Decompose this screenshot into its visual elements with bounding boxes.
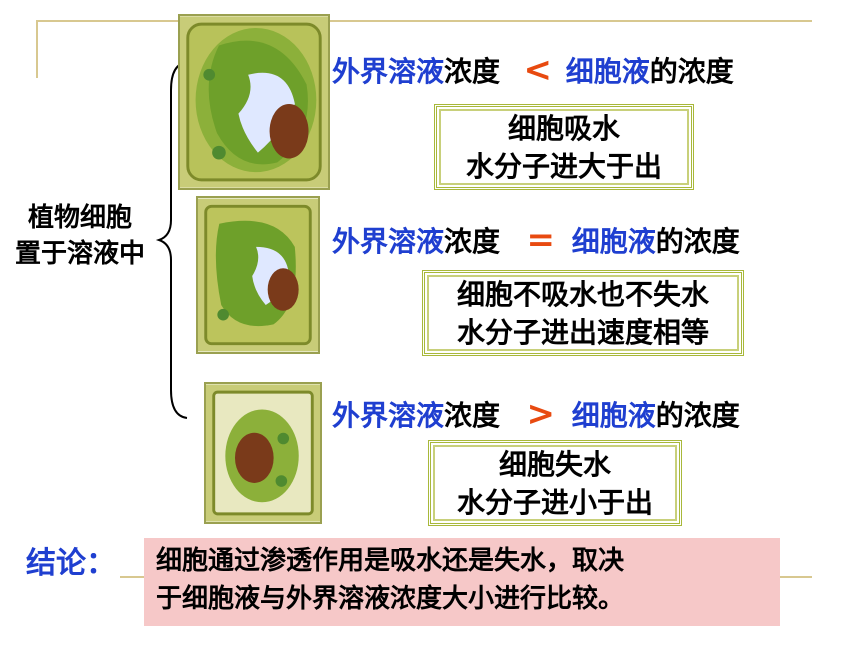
row2-box-line1: 细胞不吸水也不失水 [456, 278, 709, 311]
conclusion-title: 结论： [26, 546, 116, 581]
row1-conc: 浓度 [444, 55, 501, 88]
row3-heading: 外界溶液浓度 > 细胞液的浓度 [332, 394, 740, 434]
row1-result-box: 细胞吸水 水分子进大于出 [434, 104, 694, 190]
side-label: 植物细胞 置于溶液中 [0, 200, 160, 272]
row3-cell-sap: 细胞液 [571, 399, 656, 432]
left-rule [36, 20, 38, 78]
brace-icon [155, 61, 188, 419]
row2-outer-solution: 外界溶液 [332, 225, 445, 258]
row1-cell-sap: 细胞液 [565, 55, 650, 88]
row3-box-line2: 水分子进小于出 [456, 486, 653, 519]
cell-image-plasmolysed [204, 382, 322, 524]
row1-heading: 外界溶液浓度 < 细胞液的浓度 [332, 50, 734, 90]
row2-cell-sap: 细胞液 [571, 225, 656, 258]
row2-result-box: 细胞不吸水也不失水 水分子进出速度相等 [422, 270, 744, 356]
row2-conc: 浓度 [444, 225, 501, 258]
row1-box-line2: 水分子进大于出 [465, 150, 662, 183]
row2-operator: = [526, 220, 556, 260]
conclusion-line1: 细胞通过渗透作用是吸水还是失水，取决 [156, 546, 625, 576]
conclusion-box: 细胞通过渗透作用是吸水还是失水，取决 于细胞液与外界溶液浓度大小进行比较。 [144, 538, 780, 626]
conclusion-line2: 于细胞液与外界溶液浓度大小进行比较。 [156, 584, 625, 614]
row1-operator: < [523, 50, 553, 90]
row3-box-line1: 细胞失水 [498, 448, 611, 481]
cell-image-normal [196, 196, 320, 354]
side-label-line2: 置于溶液中 [14, 239, 145, 269]
side-label-line1: 植物细胞 [27, 203, 132, 233]
row3-result-box: 细胞失水 水分子进小于出 [428, 440, 682, 526]
row3-conc: 浓度 [444, 399, 501, 432]
row2-heading: 外界溶液浓度 = 细胞液的浓度 [332, 220, 740, 260]
cell-image-turgid [178, 14, 330, 190]
row2-box-line2: 水分子进出速度相等 [456, 316, 709, 349]
row1-box-line1: 细胞吸水 [507, 112, 620, 145]
row1-outer-solution: 外界溶液 [332, 55, 445, 88]
row1-suffix: 的浓度 [649, 55, 734, 88]
row3-outer-solution: 外界溶液 [332, 399, 445, 432]
row3-operator: > [526, 394, 556, 434]
row2-suffix: 的浓度 [655, 225, 740, 258]
top-rule [36, 20, 812, 22]
row3-suffix: 的浓度 [655, 399, 740, 432]
